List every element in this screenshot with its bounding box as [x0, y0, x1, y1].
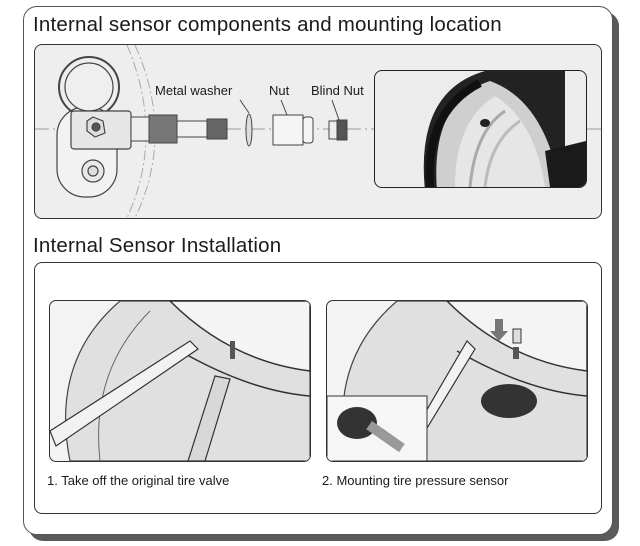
- label-nut: Nut: [269, 83, 290, 98]
- valve-cap-icon: [512, 328, 522, 344]
- tool-icon: [187, 375, 231, 461]
- valve-hole-icon: [480, 119, 490, 127]
- valve-stem-icon: [230, 341, 235, 359]
- nut-icon: [272, 114, 314, 146]
- step-1-illustration: [49, 300, 311, 462]
- leader-line: [239, 99, 250, 114]
- pry-bar-icon: [50, 340, 199, 447]
- wheel-valve-location-photo: [374, 70, 587, 188]
- sensor-icon: [481, 384, 537, 418]
- leader-line: [280, 99, 288, 116]
- down-arrow-icon: [490, 319, 508, 341]
- valve-stem-icon: [130, 114, 228, 144]
- step-1-caption: 1. Take off the original tire valve: [47, 473, 230, 488]
- leader-line: [331, 99, 340, 121]
- step-2-illustration: [326, 300, 588, 462]
- section-title-components: Internal sensor components and mounting …: [33, 13, 502, 36]
- step-2-caption: 2. Mounting tire pressure sensor: [322, 473, 509, 488]
- label-blind-nut: Blind Nut: [311, 83, 364, 98]
- label-metal-washer: Metal washer: [155, 83, 233, 98]
- metal-washer-icon: [245, 113, 253, 147]
- rim-icon: [168, 301, 310, 372]
- blind-nut-icon: [328, 119, 348, 141]
- section-title-installation: Internal Sensor Installation: [33, 234, 282, 257]
- sensor-body-icon: [56, 56, 132, 198]
- sensor-exploded-diagram: [35, 45, 601, 218]
